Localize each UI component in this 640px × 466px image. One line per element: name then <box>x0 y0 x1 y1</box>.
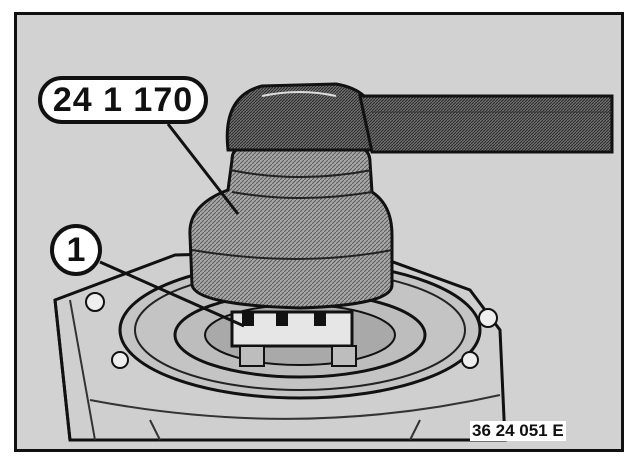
ratchet-handle <box>358 94 614 154</box>
tool-number-callout: 24 1 170 <box>38 76 208 124</box>
figure-reference-code: 36 24 051 E <box>470 421 566 441</box>
slotted-nut <box>230 310 357 367</box>
special-tool-socket <box>188 82 394 310</box>
tool-number-label: 24 1 170 <box>52 80 194 119</box>
part-number-label: 1 <box>66 230 86 269</box>
callout-leaders <box>99 123 245 328</box>
part-number-callout: 1 <box>50 224 102 276</box>
